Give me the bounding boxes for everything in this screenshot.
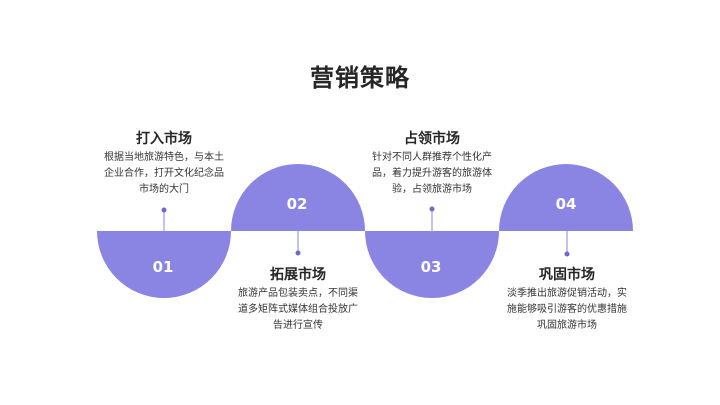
step-2-line-3: 告进行宣传 bbox=[273, 320, 323, 331]
step-1-dot bbox=[161, 207, 167, 213]
step-4-description: 淡季推出旅游促销活动，实 施能够吸引游客的优惠措施 巩固旅游市场 bbox=[497, 286, 637, 334]
step-1-line-1: 根据当地旅游特色，与本土 bbox=[104, 152, 224, 163]
step-3-description: 针对不同人群推荐个性化产 品，着力提升游客的旅游体 验，占领旅游市场 bbox=[362, 150, 502, 198]
step-4-semicircle bbox=[499, 164, 633, 231]
step-4-line-3: 巩固旅游市场 bbox=[537, 320, 597, 331]
step-1-line-3: 市场的大门 bbox=[139, 184, 189, 195]
step-2-title: 拓展市场 bbox=[270, 267, 326, 283]
step-3-dot bbox=[429, 206, 435, 212]
step-3-line-2: 品，着力提升游客的旅游体 bbox=[372, 168, 492, 179]
step-4-line-1: 淡季推出旅游促销活动，实 bbox=[507, 288, 627, 299]
step-1-semicircle bbox=[97, 231, 231, 298]
step-2-line-1: 旅游产品包装卖点，不同渠 bbox=[238, 288, 358, 299]
step-4-dot bbox=[564, 251, 570, 257]
step-3-semicircle bbox=[365, 231, 499, 298]
step-3-number: 03 bbox=[420, 258, 442, 276]
slide-title: 营销策略 bbox=[310, 64, 410, 92]
step-3-line-1: 针对不同人群推荐个性化产 bbox=[372, 152, 492, 163]
step-4-line-2: 施能够吸引游客的优惠措施 bbox=[507, 304, 627, 315]
step-1-description: 根据当地旅游特色，与本土 企业合作，打开文化纪念品 市场的大门 bbox=[94, 150, 234, 198]
step-4-title: 巩固市场 bbox=[539, 267, 595, 283]
step-3-title: 占领市场 bbox=[404, 131, 460, 147]
step-2-line-2: 道多矩阵式媒体组合投放广 bbox=[238, 304, 358, 315]
step-1-number: 01 bbox=[152, 258, 174, 276]
step-3-line-3: 验，占领旅游市场 bbox=[392, 184, 472, 195]
step-2-dot bbox=[295, 250, 301, 256]
step-1-title: 打入市场 bbox=[136, 131, 192, 147]
step-4-number: 04 bbox=[555, 195, 577, 213]
step-2-description: 旅游产品包装卖点，不同渠 道多矩阵式媒体组合投放广 告进行宣传 bbox=[228, 286, 368, 334]
step-2-number: 02 bbox=[286, 195, 308, 213]
step-2-semicircle bbox=[231, 164, 365, 231]
step-1-line-2: 企业合作，打开文化纪念品 bbox=[104, 168, 224, 179]
